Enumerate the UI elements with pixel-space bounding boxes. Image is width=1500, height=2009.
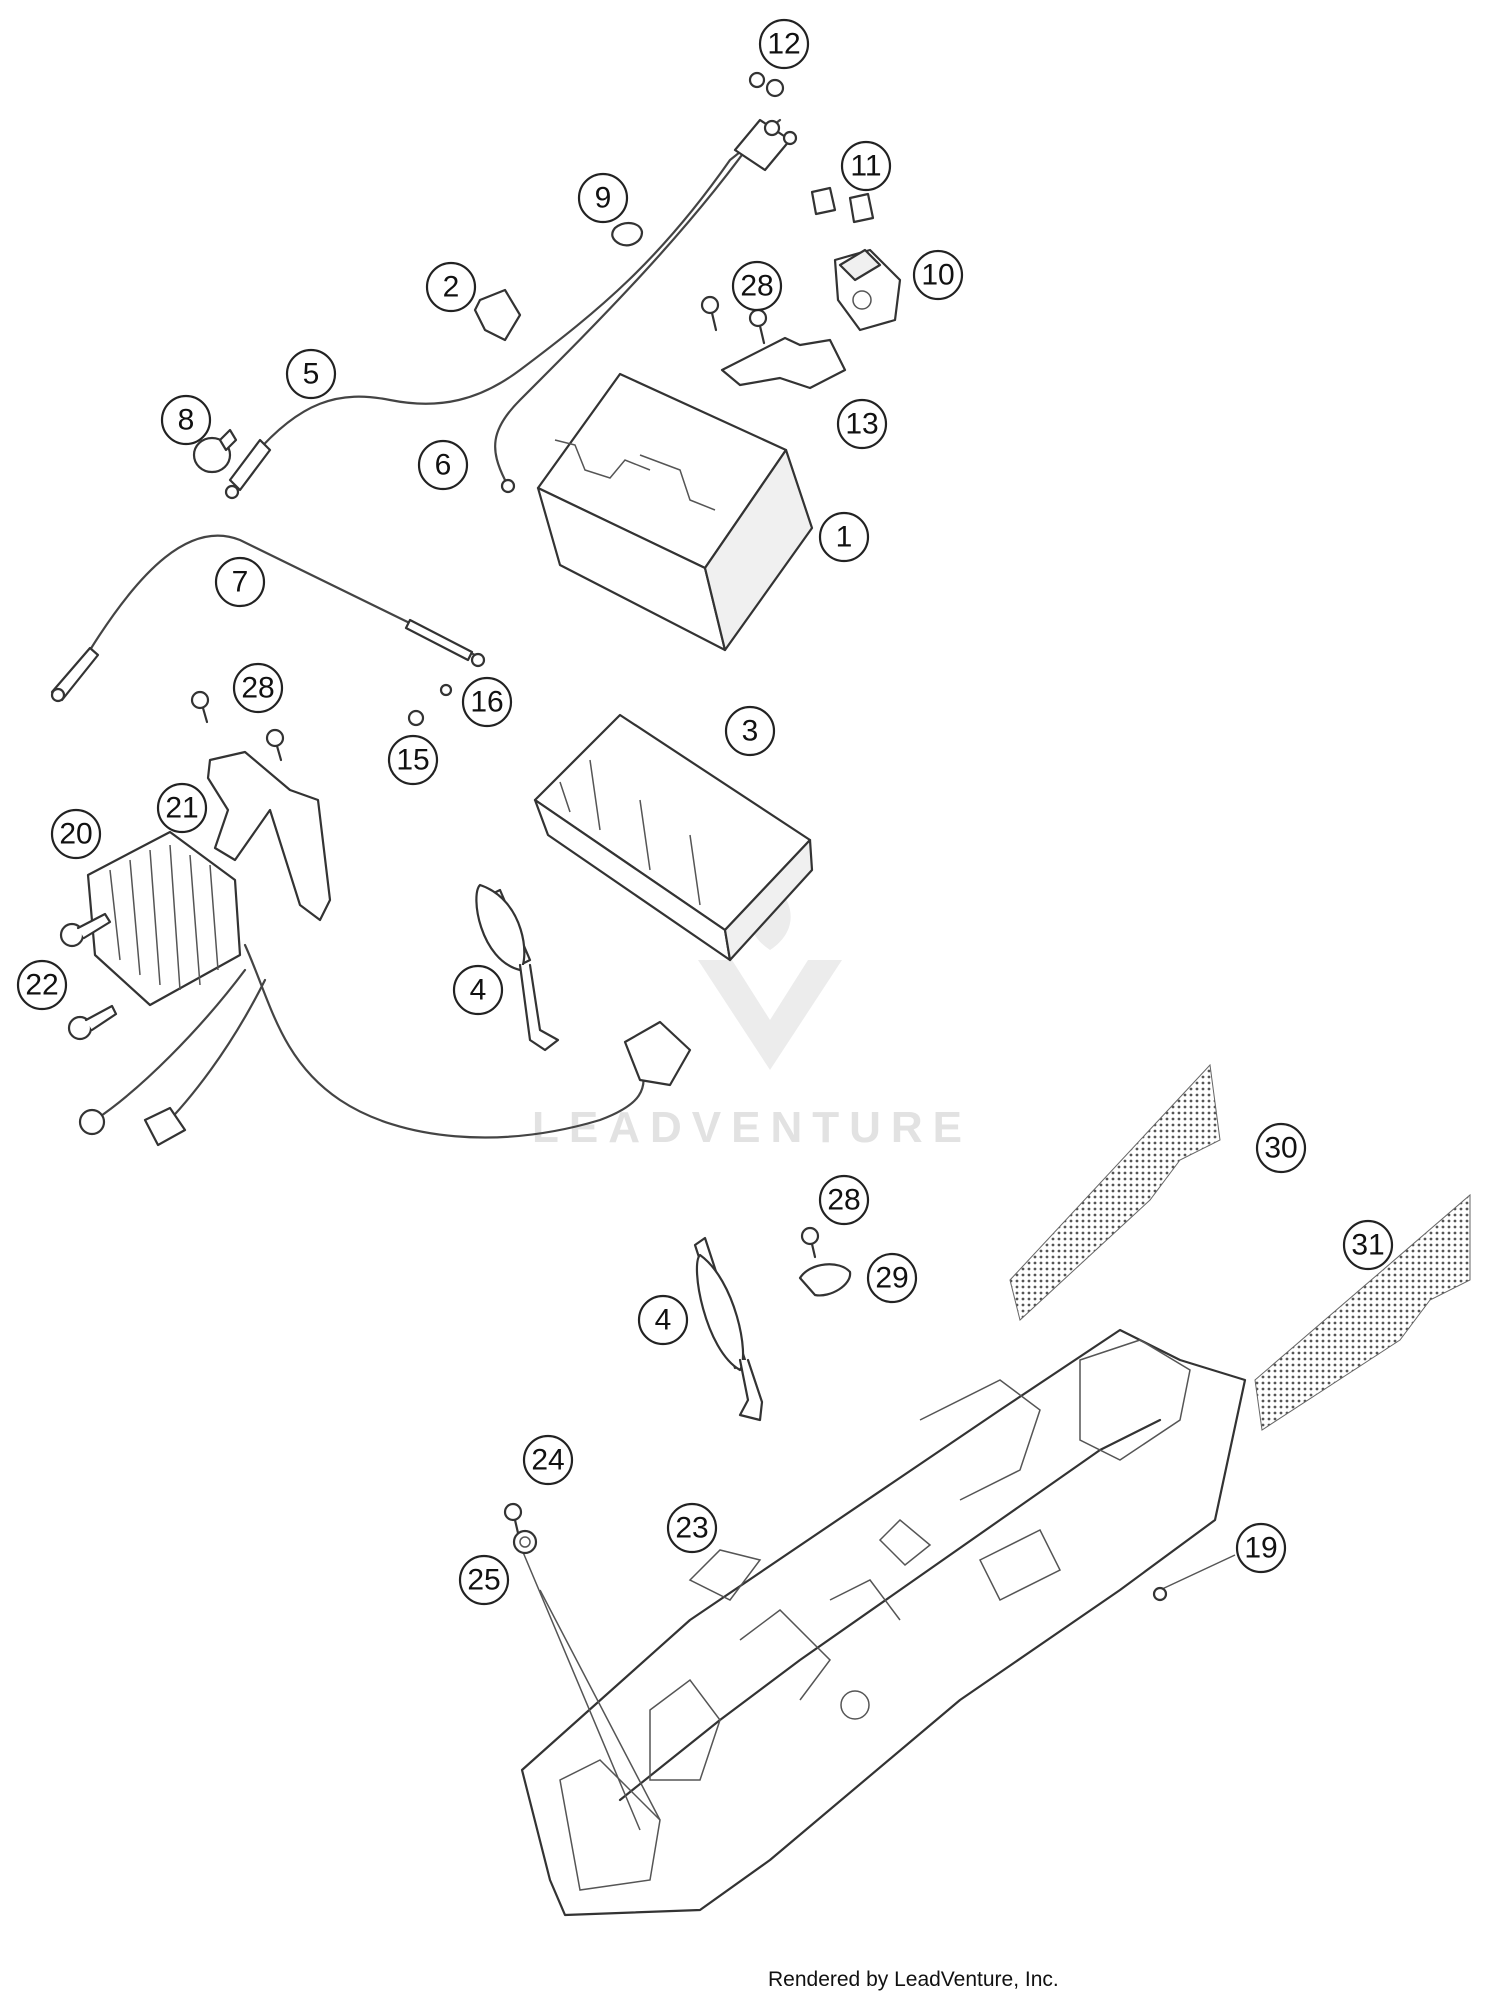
callout-20: 20	[50, 808, 102, 860]
screw-28c	[190, 690, 210, 724]
svg-text:10: 10	[921, 259, 954, 292]
screw-19	[1152, 1586, 1168, 1602]
svg-text:20: 20	[59, 818, 92, 851]
screw-24	[503, 1502, 523, 1535]
cable-5	[248, 118, 782, 462]
strap-4-lower	[693, 1236, 764, 1422]
nut-12b	[765, 78, 785, 98]
callout-4-top: 4	[452, 964, 504, 1016]
svg-text:24: 24	[531, 1444, 564, 1477]
cable-6	[494, 128, 762, 482]
svg-text:3: 3	[742, 715, 759, 748]
callout-28-mid: 28	[232, 662, 284, 714]
decal-30	[1009, 1063, 1221, 1321]
svg-text:8: 8	[178, 404, 195, 437]
svg-text:1: 1	[836, 521, 853, 554]
callout-7: 7	[214, 556, 266, 608]
svg-text:6: 6	[435, 449, 452, 482]
callout-21: 21	[156, 782, 208, 834]
callout-15: 15	[387, 734, 439, 786]
bolt-22b	[67, 1004, 118, 1041]
svg-text:13: 13	[845, 408, 878, 441]
decal-31	[1254, 1193, 1471, 1431]
bracket-13	[720, 336, 847, 390]
screw-28b	[748, 308, 768, 345]
nut-15	[407, 709, 425, 727]
svg-text:11: 11	[850, 150, 881, 183]
relay-cap-2	[473, 288, 522, 342]
callout-28-top: 28	[731, 260, 783, 312]
watermark-text: LEADVENTURE	[532, 1103, 972, 1152]
fuse-cap-11b	[848, 192, 875, 224]
callout-31: 31	[1342, 1219, 1394, 1271]
starter-relay-10	[833, 248, 902, 332]
svg-text:23: 23	[675, 1512, 708, 1545]
svg-text:9: 9	[595, 182, 612, 215]
callout-10: 10	[912, 249, 964, 301]
callout-5: 5	[285, 348, 337, 400]
svg-text:22: 22	[25, 969, 58, 1002]
callout-29: 29	[866, 1252, 918, 1304]
svg-text:30: 30	[1264, 1132, 1297, 1165]
callout-2: 2	[425, 261, 477, 313]
callout-11: 11	[840, 140, 892, 192]
callout-9: 9	[577, 172, 629, 224]
callout-3: 3	[724, 705, 776, 757]
clip-9	[611, 222, 644, 247]
svg-text:4: 4	[655, 1304, 672, 1337]
cap-8	[192, 428, 238, 474]
rear-fender-23	[520, 1328, 1247, 1917]
regulator-20	[86, 830, 242, 1007]
svg-text:21: 21	[165, 792, 198, 825]
svg-text:7: 7	[232, 566, 249, 599]
grommet-25	[512, 1529, 538, 1555]
screw-28e	[800, 1226, 820, 1259]
callout-22: 22	[16, 959, 68, 1011]
fuse-cap-11a	[810, 186, 837, 216]
clip-29	[798, 1263, 852, 1297]
callout-24: 24	[522, 1434, 574, 1486]
callout-28-low: 28	[818, 1174, 870, 1226]
svg-text:19: 19	[1244, 1532, 1277, 1565]
svg-text:5: 5	[303, 358, 320, 391]
svg-text:4: 4	[470, 974, 487, 1007]
watermark-logo-icon	[698, 960, 842, 1070]
svg-text:29: 29	[875, 1262, 908, 1295]
nut-12a	[748, 71, 766, 89]
svg-text:31: 31	[1351, 1229, 1384, 1262]
washer-16	[439, 683, 453, 697]
callout-30: 30	[1255, 1122, 1307, 1174]
screw-28a	[700, 295, 720, 332]
callout-1: 1	[818, 511, 870, 563]
svg-text:2: 2	[443, 271, 460, 304]
render-credit: Rendered by LeadVenture, Inc.	[768, 1968, 1059, 1991]
callout-6: 6	[417, 439, 469, 491]
cable-7	[58, 534, 477, 687]
svg-text:25: 25	[467, 1564, 500, 1597]
battery	[536, 372, 814, 652]
callout-12: 12	[758, 18, 810, 70]
svg-text:15: 15	[396, 744, 429, 777]
callout-16: 16	[461, 676, 513, 728]
callout-13: 13	[836, 398, 888, 450]
battery-box-3	[533, 713, 814, 962]
callout-19: 19	[1235, 1522, 1287, 1574]
svg-text:16: 16	[470, 686, 503, 719]
svg-text:28: 28	[740, 270, 773, 303]
svg-text:12: 12	[767, 28, 800, 61]
callout-4-low: 4	[637, 1294, 689, 1346]
svg-text:28: 28	[827, 1184, 860, 1217]
screw-28d	[265, 728, 285, 762]
callout-8: 8	[160, 394, 212, 446]
bracket-21	[206, 750, 332, 922]
callout-25: 25	[458, 1554, 510, 1606]
watermark: LEADVENTURE	[532, 880, 972, 1152]
strap-4-upper	[475, 883, 560, 1052]
svg-text:28: 28	[241, 672, 274, 705]
bolt-22a	[59, 912, 112, 948]
callout-23: 23	[666, 1502, 718, 1554]
regulator-harness	[243, 943, 645, 1139]
